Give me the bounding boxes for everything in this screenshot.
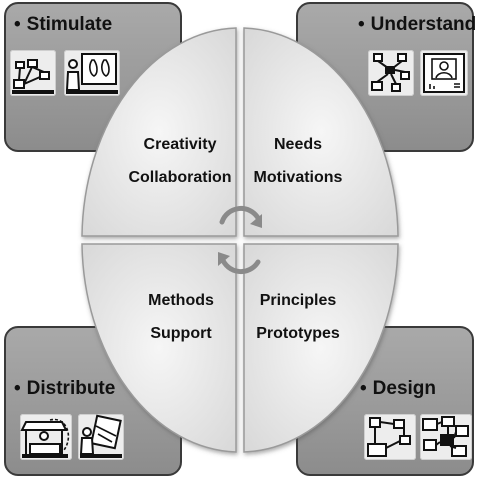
quadrant-label-prototypes: Prototypes (256, 325, 340, 342)
segment-needs (243, 27, 399, 237)
flowchart-icon (364, 414, 416, 460)
segment-principles (243, 243, 399, 453)
bullet: • (14, 14, 21, 35)
presentation-board-icon (64, 50, 120, 96)
segment-creativity (81, 27, 237, 237)
quadrant-label-principles: Principles (259, 292, 337, 309)
distribute-label: Distribute (26, 378, 116, 399)
network-people-icon (10, 50, 56, 96)
bullet: • (14, 378, 21, 399)
cycle-arrows-icon (219, 205, 261, 275)
quadrant-label-methods: Methods (148, 292, 214, 309)
person-with-files-icon (78, 414, 124, 460)
design-title: •Design (360, 378, 436, 400)
profile-document-icon (420, 50, 468, 96)
blueprint-network-icon (420, 414, 472, 460)
understand-label: Understand (370, 14, 477, 35)
design-label: Design (372, 378, 437, 399)
bullet: • (358, 14, 365, 35)
stimulate-label: Stimulate (26, 14, 113, 35)
quadrant-label-collaboration: Collaboration (128, 169, 232, 186)
network-hierarchy-icon (368, 50, 414, 96)
bullet: • (360, 378, 367, 399)
quadrant-label-needs: Needs (273, 136, 323, 153)
quadrant-label-support: Support (150, 325, 212, 342)
distribute-title: •Distribute (14, 378, 115, 400)
quadrant-label-creativity: Creativity (143, 136, 217, 153)
segment-methods (81, 243, 237, 453)
understand-title: •Understand (358, 14, 476, 36)
quadrant-label-motivations: Motivations (253, 169, 343, 186)
stimulate-title: •Stimulate (14, 14, 112, 36)
market-stall-icon (20, 414, 72, 460)
